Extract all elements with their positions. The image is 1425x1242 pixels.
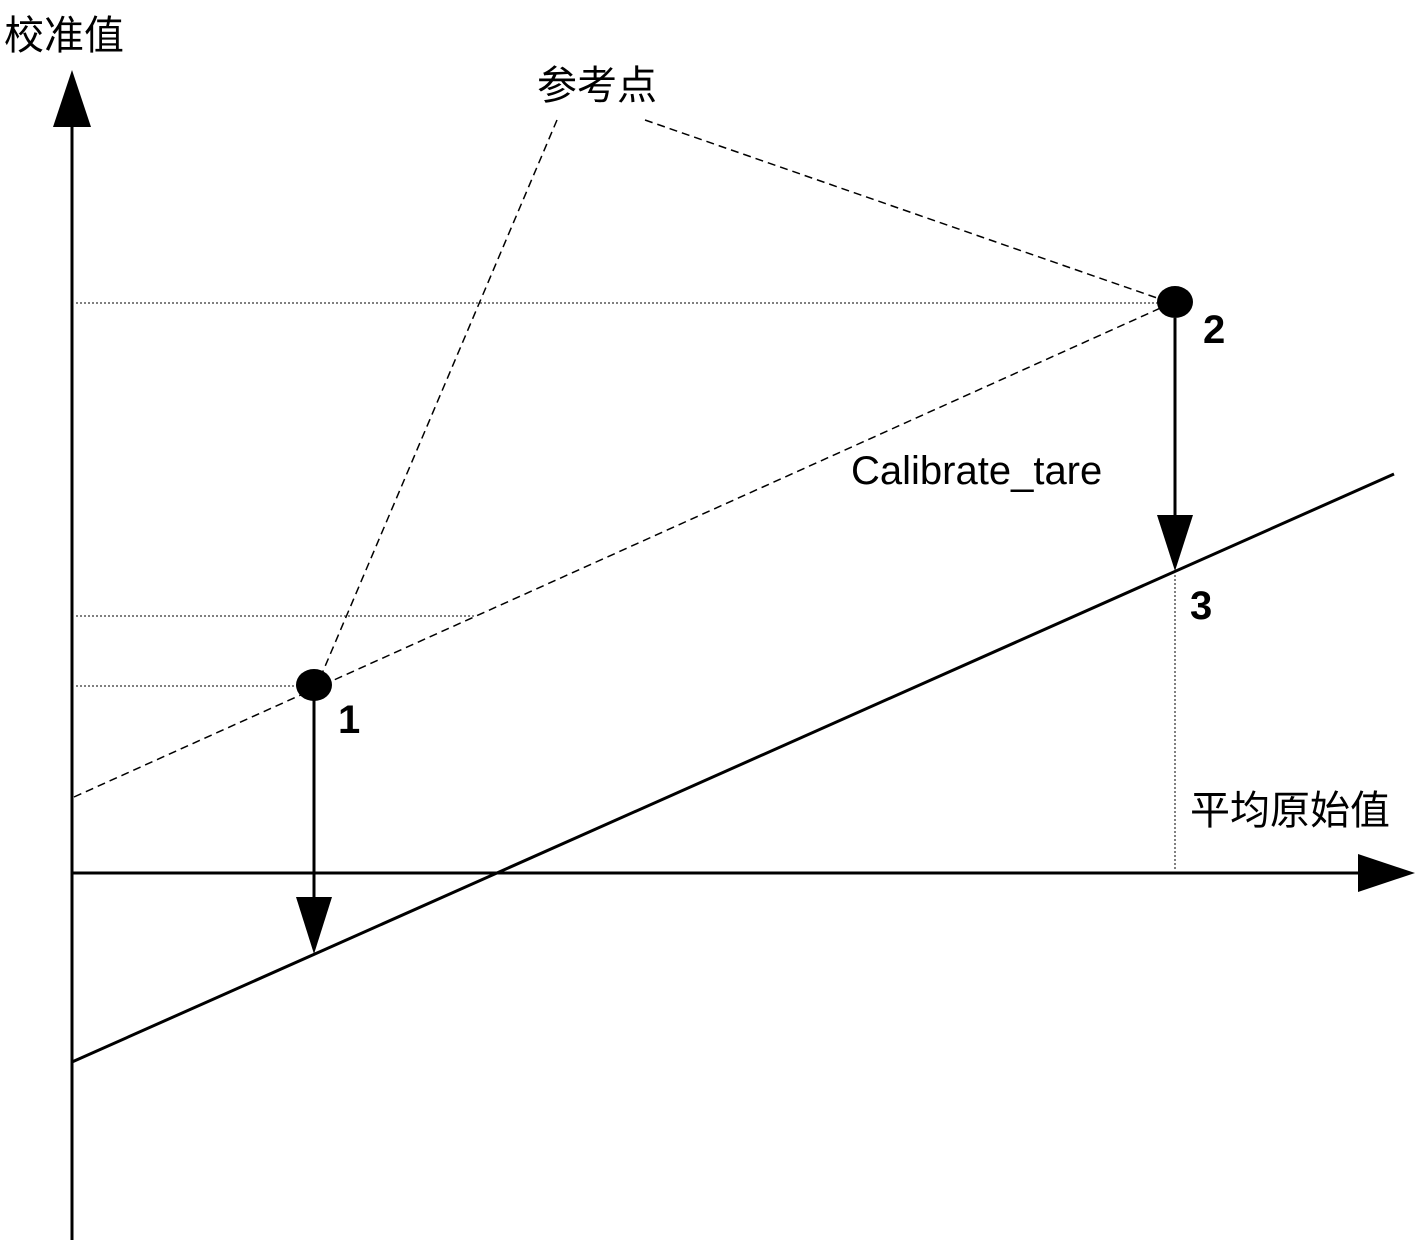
leader-line-to-point-1 bbox=[317, 119, 558, 684]
leader-line-to-point-2 bbox=[644, 119, 1161, 300]
point-1-label: 1 bbox=[338, 698, 360, 742]
shift-arrow-1-head bbox=[296, 897, 332, 954]
tared-calibration-line bbox=[71, 472, 1395, 1064]
shift-arrow-2-head bbox=[1157, 515, 1193, 571]
y-axis-arrowhead bbox=[53, 70, 91, 127]
reference-points-label: 参考点 bbox=[537, 63, 657, 109]
reference-point-1-marker bbox=[296, 669, 332, 701]
y-axis-label: 校准值 bbox=[4, 13, 124, 59]
point-2-label: 2 bbox=[1203, 308, 1225, 352]
calibrate-tare-label: Calibrate_tare bbox=[851, 449, 1102, 493]
x-axis-arrowhead bbox=[1358, 854, 1415, 892]
point-3-label: 3 bbox=[1190, 584, 1212, 628]
reference-point-2-marker bbox=[1157, 286, 1193, 318]
x-axis-label: 平均原始值 bbox=[1190, 788, 1390, 834]
original-calibration-line bbox=[73, 305, 1166, 798]
